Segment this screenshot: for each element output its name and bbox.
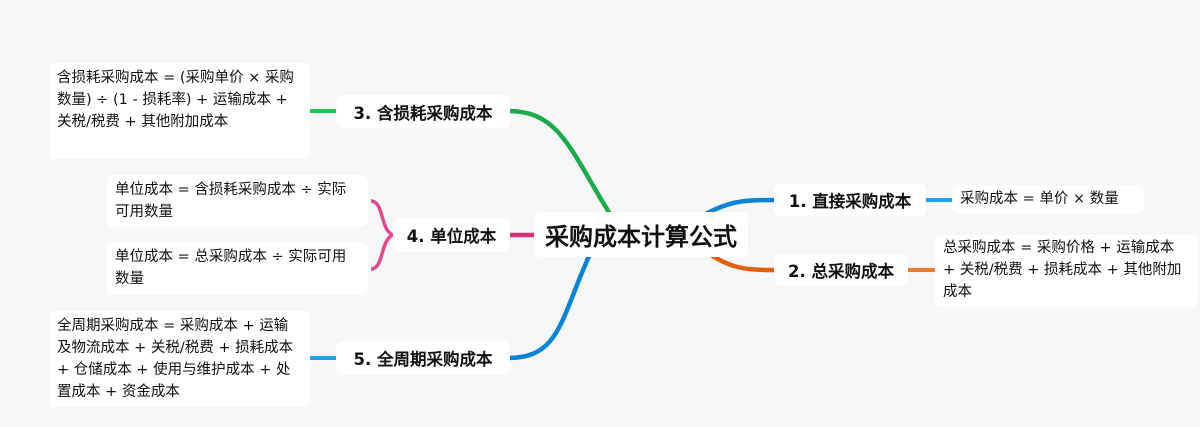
- leaf-text: 单位成本 = 总采购成本 ÷ 实际可用数量: [115, 249, 347, 287]
- leaf-text: 采购成本 = 单价 × 数量: [960, 191, 1119, 207]
- leaf-direct-cost-formula[interactable]: 采购成本 = 单价 × 数量: [952, 185, 1144, 214]
- branch-node-loss-cost[interactable]: 3. 含损耗采购成本: [336, 95, 510, 128]
- leaf-unit-cost-formula-2[interactable]: 单位成本 = 总采购成本 ÷ 实际可用数量: [107, 242, 368, 295]
- leaf-unit-cost-formula-1[interactable]: 单位成本 = 含损耗采购成本 ÷ 实际可用数量: [107, 175, 368, 227]
- branch-label: 5. 全周期采购成本: [353, 350, 493, 369]
- leaf-text: 全周期采购成本 = 采购成本 + 运输及物流成本 + 关税/税费 + 损耗成本 …: [57, 318, 294, 400]
- root-node[interactable]: 采购成本计算公式: [534, 212, 748, 257]
- branch-node-direct-cost[interactable]: 1. 直接采购成本: [774, 184, 926, 216]
- branch-label: 4. 单位成本: [406, 227, 497, 246]
- branch-node-lifecycle-cost[interactable]: 5. 全周期采购成本: [336, 341, 510, 375]
- branch-node-total-cost[interactable]: 2. 总采购成本: [774, 254, 908, 286]
- branch-label: 2. 总采购成本: [788, 262, 894, 281]
- leaf-text: 总采购成本 = 采购价格 + 运输成本 + 关税/税费 + 损耗成本 + 其他附…: [943, 240, 1182, 300]
- leaf-text: 单位成本 = 含损耗采购成本 ÷ 实际可用数量: [115, 182, 347, 220]
- root-label: 采购成本计算公式: [545, 223, 737, 251]
- leaf-loss-cost-formula[interactable]: 含损耗采购成本 = (采购单价 × 采购数量) ÷ (1 - 损耗率) + 运输…: [49, 63, 310, 159]
- branch-label: 1. 直接采购成本: [788, 192, 912, 211]
- branch-label: 3. 含损耗采购成本: [353, 103, 493, 123]
- branch-node-unit-cost[interactable]: 4. 单位成本: [393, 218, 510, 252]
- link-root-branch5: [507, 253, 593, 361]
- leaf-text: 含损耗采购成本 = (采购单价 × 采购数量) ÷ (1 - 损耗率) + 运输…: [57, 70, 294, 130]
- leaf-total-cost-formula[interactable]: 总采购成本 = 采购价格 + 运输成本 + 关税/税费 + 损耗成本 + 其他附…: [935, 235, 1198, 307]
- leaf-lifecycle-cost-formula[interactable]: 全周期采购成本 = 采购成本 + 运输及物流成本 + 关税/税费 + 损耗成本 …: [49, 311, 310, 407]
- link-root-branch3: [507, 108, 612, 216]
- brace-branch4: [370, 199, 398, 271]
